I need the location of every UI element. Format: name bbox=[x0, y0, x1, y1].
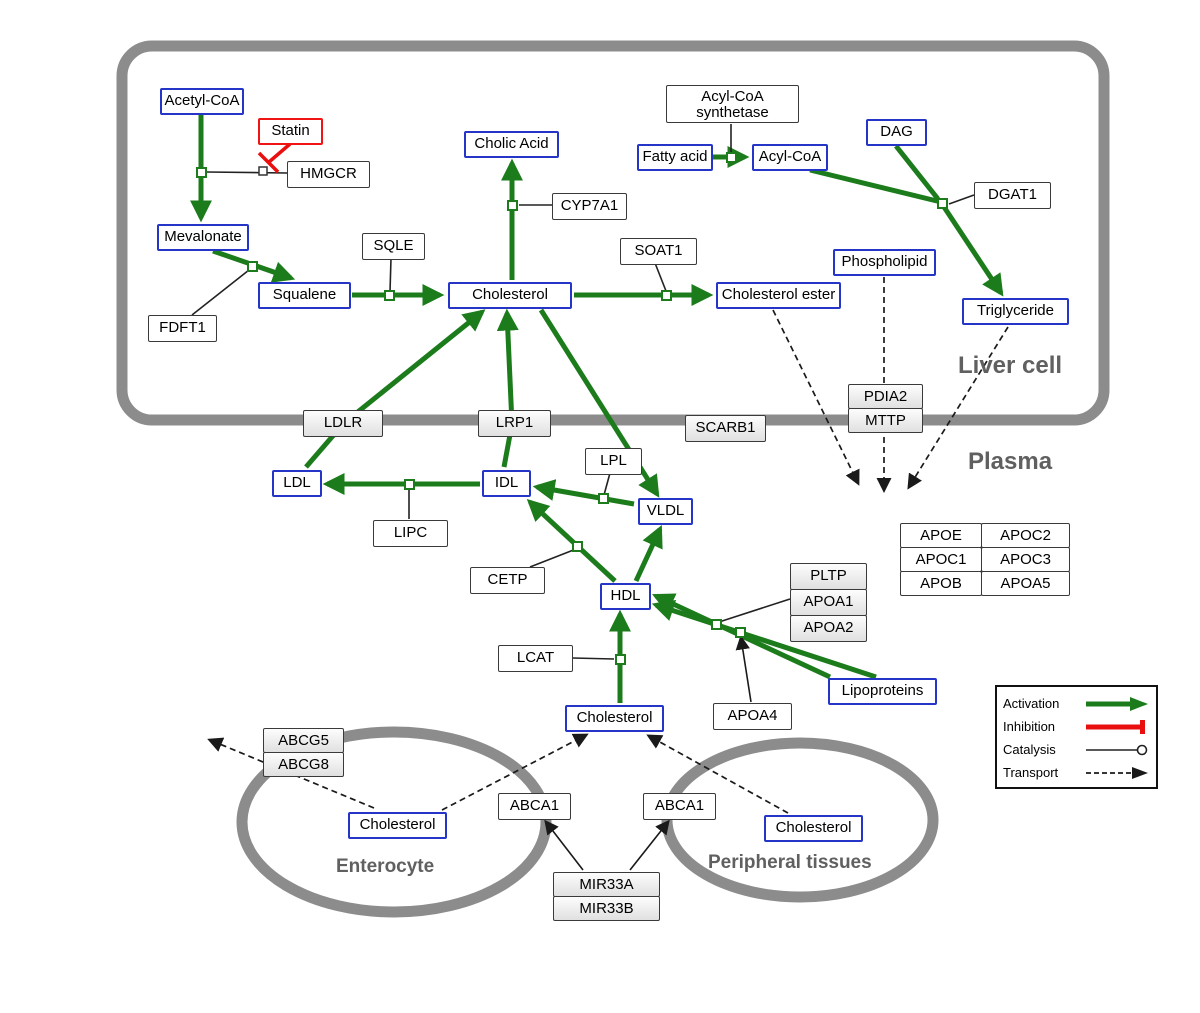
node-mttp[interactable]: MTTP bbox=[848, 408, 923, 433]
node-apoa4[interactable]: APOA4 bbox=[713, 703, 792, 730]
enterocyte-label: Enterocyte bbox=[336, 856, 435, 877]
node-dag[interactable]: DAG bbox=[866, 119, 927, 146]
node-cholic-acid[interactable]: Cholic Acid bbox=[464, 131, 559, 158]
legend-row-activation: Activation bbox=[1003, 692, 1150, 715]
node-statin[interactable]: Statin bbox=[258, 118, 323, 145]
node-lpl[interactable]: LPL bbox=[585, 448, 642, 475]
node-ldlr[interactable]: LDLR bbox=[303, 410, 383, 437]
node-abcg8[interactable]: ABCG8 bbox=[263, 752, 344, 777]
node-pdia2[interactable]: PDIA2 bbox=[848, 384, 923, 409]
node-soat1[interactable]: SOAT1 bbox=[620, 238, 697, 265]
node-lipc[interactable]: LIPC bbox=[373, 520, 448, 547]
node-sqle[interactable]: SQLE bbox=[362, 233, 425, 260]
liver-cell-label: Liver cell bbox=[958, 352, 1063, 379]
legend-row-transport: Transport bbox=[1003, 761, 1150, 784]
catalysis-nodes bbox=[196, 152, 948, 665]
node-cholesterol-peripheral[interactable]: Cholesterol bbox=[764, 815, 863, 842]
apo-cell[interactable]: APOB bbox=[900, 571, 982, 596]
apo-cell[interactable]: APOC1 bbox=[900, 547, 982, 572]
node-lipoproteins[interactable]: Lipoproteins bbox=[828, 678, 937, 705]
plasma-label: Plasma bbox=[968, 448, 1053, 475]
node-apoa2[interactable]: APOA2 bbox=[790, 615, 867, 642]
compartment-outlines bbox=[116, 40, 1110, 918]
liver-cell-outline bbox=[116, 40, 1110, 426]
activation-glyph-icon bbox=[1086, 696, 1148, 711]
node-pltp[interactable]: PLTP bbox=[790, 563, 867, 590]
legend: Activation Inhibition Catalysis Transpor… bbox=[995, 685, 1158, 789]
node-dgat1[interactable]: DGAT1 bbox=[974, 182, 1051, 209]
node-abcg5[interactable]: ABCG5 bbox=[263, 728, 344, 753]
node-label-line1: Acyl-CoA bbox=[701, 88, 764, 105]
node-fatty-acid[interactable]: Fatty acid bbox=[637, 144, 713, 171]
legend-row-inhibition: Inhibition bbox=[1003, 715, 1150, 738]
node-phospholipid[interactable]: Phospholipid bbox=[833, 249, 936, 276]
legend-activation-label: Activation bbox=[1003, 696, 1060, 711]
node-fdft1[interactable]: FDFT1 bbox=[148, 315, 217, 342]
regulatory-arrows bbox=[544, 635, 752, 871]
node-label-line2: synthetase bbox=[696, 104, 769, 121]
node-hdl[interactable]: HDL bbox=[600, 583, 651, 610]
legend-inhibition-label: Inhibition bbox=[1003, 719, 1056, 734]
node-lcat[interactable]: LCAT bbox=[498, 645, 573, 672]
node-scarb1[interactable]: SCARB1 bbox=[685, 415, 766, 442]
transport-edges bbox=[207, 277, 1009, 814]
peripheral-tissues-label: Peripheral tissues bbox=[708, 852, 872, 873]
inhibition-glyph-icon bbox=[1086, 719, 1145, 734]
node-cholesterol-ester[interactable]: Cholesterol ester bbox=[716, 282, 841, 309]
node-acyl-coa-synthetase[interactable]: Acyl-CoA synthetase bbox=[666, 85, 799, 123]
node-lrp1[interactable]: LRP1 bbox=[478, 410, 551, 437]
catalysis-edges bbox=[191, 124, 975, 660]
inhibition-edge bbox=[257, 142, 292, 174]
hmgcr-catalysis-junction bbox=[258, 166, 268, 176]
node-idl[interactable]: IDL bbox=[482, 470, 531, 497]
node-apoa1[interactable]: APOA1 bbox=[790, 589, 867, 616]
transport-glyph-icon bbox=[1086, 766, 1148, 779]
node-ldl[interactable]: LDL bbox=[272, 470, 322, 497]
node-hmgcr[interactable]: HMGCR bbox=[287, 161, 370, 188]
apo-cell[interactable]: APOE bbox=[900, 523, 982, 548]
node-cholesterol-plasma[interactable]: Cholesterol bbox=[565, 705, 664, 732]
node-acyl-coa[interactable]: Acyl-CoA bbox=[752, 144, 828, 171]
apo-cell[interactable]: APOA5 bbox=[981, 571, 1070, 596]
apo-cell[interactable]: APOC2 bbox=[981, 523, 1070, 548]
catalysis-glyph-icon bbox=[1086, 744, 1148, 755]
node-mir33a[interactable]: MIR33A bbox=[553, 872, 660, 897]
node-mir33b[interactable]: MIR33B bbox=[553, 896, 660, 921]
node-triglyceride[interactable]: Triglyceride bbox=[962, 298, 1069, 325]
apo-cell[interactable]: APOC3 bbox=[981, 547, 1070, 572]
node-mevalonate[interactable]: Mevalonate bbox=[157, 224, 249, 251]
node-cyp7a1[interactable]: CYP7A1 bbox=[552, 193, 627, 220]
legend-row-catalysis: Catalysis bbox=[1003, 738, 1150, 761]
node-cetp[interactable]: CETP bbox=[470, 567, 545, 594]
node-vldl[interactable]: VLDL bbox=[638, 498, 693, 525]
node-squalene[interactable]: Squalene bbox=[258, 282, 351, 309]
legend-transport-label: Transport bbox=[1003, 765, 1059, 780]
node-abca1-right[interactable]: ABCA1 bbox=[643, 793, 716, 820]
node-cholesterol-liver[interactable]: Cholesterol bbox=[448, 282, 572, 309]
node-cholesterol-enterocyte[interactable]: Cholesterol bbox=[348, 812, 447, 839]
node-acetyl-coa[interactable]: Acetyl-CoA bbox=[160, 88, 244, 115]
legend-catalysis-label: Catalysis bbox=[1003, 742, 1056, 757]
node-abca1-left[interactable]: ABCA1 bbox=[498, 793, 571, 820]
